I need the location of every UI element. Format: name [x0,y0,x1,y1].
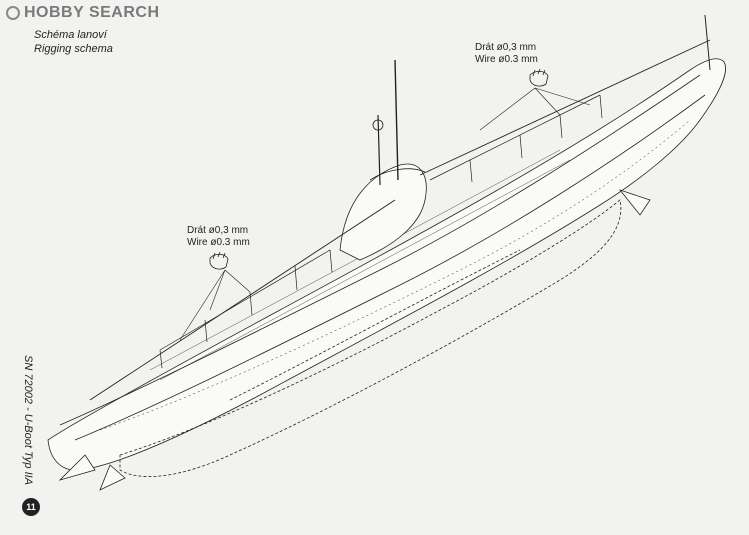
wire-label-fore: Drát ø0,3 mm Wire ø0.3 mm [475,42,538,66]
wire-label-fore-english: Wire ø0.3 mm [475,54,538,65]
hobby-search-watermark: HOBBY SEARCH [6,4,160,22]
hand-pointer-icon-aft [209,251,229,270]
product-sidebar: SN 72002 - U-Boot Typ IIA [16,355,36,515]
wire-label-aft-english: Wire ø0.3 mm [187,237,250,248]
conning-tower [339,163,427,261]
periscope-loop [372,119,384,131]
bow-plane [618,189,651,216]
deck-edge [59,74,701,426]
deck-edge-2 [74,94,706,441]
product-code-text: SN 72002 - U-Boot Typ IIA [22,355,34,486]
rigging-wire-fore [419,39,711,176]
periscope-2 [377,114,381,186]
bow-mast [704,14,711,71]
section-caption: Schéma lanoví Rigging schema [34,28,113,56]
rigging-wire-aft [89,199,396,401]
hobby-search-logo-icon [6,6,20,20]
pointer-aft [179,269,251,341]
deck-hatch [149,149,571,381]
periscope-1 [394,59,399,181]
wire-label-fore-czech: Drát ø0,3 mm [475,42,537,53]
lower-hull [119,199,622,477]
aft-railing [159,249,333,369]
interior-dash [99,119,691,431]
wire-label-aft: Drát ø0,3 mm Wire ø0.3 mm [187,225,250,249]
wire-label-aft-czech: Drát ø0,3 mm [187,225,249,236]
watermark-text: HOBBY SEARCH [24,4,160,21]
hull-outline [47,58,726,471]
page-number-badge: 11 [22,498,40,516]
stern-fins [58,454,126,491]
hand-pointer-icon-fore [529,68,549,87]
saddle-tank-line [229,249,521,401]
pointer-fore [479,87,591,131]
caption-english: Rigging schema [34,43,113,55]
fore-railing [429,94,603,183]
caption-czech: Schéma lanoví [34,29,107,41]
